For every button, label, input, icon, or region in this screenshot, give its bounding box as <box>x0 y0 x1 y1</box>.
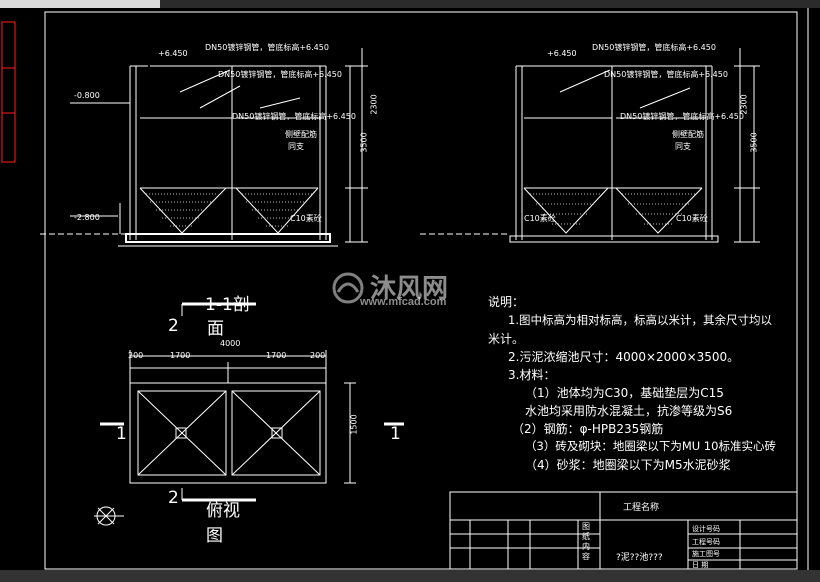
watermark-url: www.mfcad.com <box>360 296 447 308</box>
section-view-left <box>40 48 368 247</box>
note-line-3: 3.材料： <box>508 368 556 382</box>
pipe-label-top-left: DN50镀锌钢管，管底标高+6.450 <box>205 43 329 52</box>
section-view-right <box>420 48 760 243</box>
toolbar-button-group[interactable] <box>0 0 160 8</box>
wall-rebar-sub-left: 同支 <box>288 142 304 151</box>
wall-rebar-label-left: 侧壁配筋 <box>285 130 317 139</box>
notes-heading: 说明： <box>488 295 525 309</box>
north-arrow <box>94 506 124 526</box>
note-line-6: （2）钢筋：φ-HPB235钢筋 <box>512 422 664 436</box>
elev-mid: -0.800 <box>74 91 100 100</box>
dim-height-left: 3500 <box>359 132 369 153</box>
dim-height-right: 3500 <box>749 132 759 153</box>
elev-low: -2.800 <box>74 213 100 222</box>
pipe-label-top-right: DN50镀锌钢管，管底标高+6.450 <box>592 43 716 52</box>
section-marker-top: 2 <box>168 316 179 336</box>
title-block-drawing-no: 施工图号 <box>692 550 720 558</box>
wall-rebar-sub-right: 同支 <box>675 142 691 151</box>
note-line-2: 2.污泥浓缩池尺寸：4000×2000×3500。 <box>508 350 740 364</box>
pipe-label-mid-left: DN50镀锌钢管，管底标高+6.450 <box>218 70 342 79</box>
title-block-drawing-label: 图纸内容 <box>582 522 590 561</box>
dim-plan-edge-left: 200 <box>128 351 144 360</box>
elev-top-left: +6.450 <box>158 49 188 58</box>
viewer-statusbar <box>0 570 820 582</box>
dim-plan-left-cell: 1700 <box>170 351 191 360</box>
note-line-5: 水池均采用防水混凝土，抗渗等级为S6 <box>525 404 733 418</box>
dim-plan-width: 4000 <box>220 339 241 348</box>
pipe-label-low-right: DN50镀锌钢管，管底标高+6.450 <box>620 112 744 121</box>
plan-view-title: 俯视 <box>206 501 240 521</box>
wall-rebar-label-right: 侧壁配筋 <box>672 130 704 139</box>
title-block-project-label: 工程名称 <box>623 503 660 513</box>
approval-stamp <box>1 21 16 163</box>
c10-label-right-b: C10素砼 <box>676 214 708 223</box>
title-block-project-no: 工程号码 <box>692 538 720 546</box>
dim-upper-left: 2300 <box>369 94 379 115</box>
note-line-1b: 米计。 <box>488 332 525 346</box>
pipe-label-low-left: DN50镀锌钢管，管底标高+6.450 <box>232 112 356 121</box>
dim-plan-depth: 1500 <box>349 414 359 435</box>
dim-upper-right: 2300 <box>739 94 749 115</box>
title-block-frame <box>449 491 798 570</box>
watermark-logo-icon <box>332 272 364 304</box>
title-block-design-no: 设计号码 <box>692 525 720 533</box>
elev-top-right: +6.450 <box>547 49 577 58</box>
concrete-fill-right <box>530 193 696 225</box>
viewer-toolbar <box>0 0 820 8</box>
note-line-4: （1）池体均为C30，基础垫层为C15 <box>525 386 724 400</box>
note-line-1: 1.图中标高为相对标高，标高以米计，其余尺寸均以 <box>508 313 772 327</box>
sheet-frame <box>44 11 798 570</box>
concrete-fill-left <box>146 193 312 227</box>
cut-marker-right: 1 <box>390 424 401 444</box>
section-marker-bottom: 2 <box>168 488 179 508</box>
pipe-label-mid-right: DN50镀锌钢管，管底标高+6.450 <box>604 70 728 79</box>
cut-marker-left: 1 <box>116 424 127 444</box>
dim-plan-right-cell: 1700 <box>266 351 287 360</box>
title-block-drawing-name: ?泥??池??? <box>616 553 663 563</box>
cad-drawing-canvas <box>1 8 809 570</box>
c10-label-left: C10素砼 <box>290 214 322 223</box>
plan-view <box>100 302 404 502</box>
title-block-date: 日 期 <box>692 561 709 569</box>
note-line-8: （4）砂浆：地圈梁以下为M5水泥砂浆 <box>525 458 731 472</box>
plan-view-title-2: 图 <box>206 526 223 546</box>
note-line-7: （3）砖及砌块：地圈梁以下为MU 10标准实心砖 <box>525 439 776 453</box>
c10-label-right-a: C10素砼 <box>524 214 556 223</box>
dim-plan-edge-right: 200 <box>310 351 326 360</box>
section-view-title: 1-1剖 <box>205 295 250 315</box>
watermark-brand: 沐风网 <box>370 273 449 303</box>
section-view-title-2: 面 <box>207 319 224 339</box>
